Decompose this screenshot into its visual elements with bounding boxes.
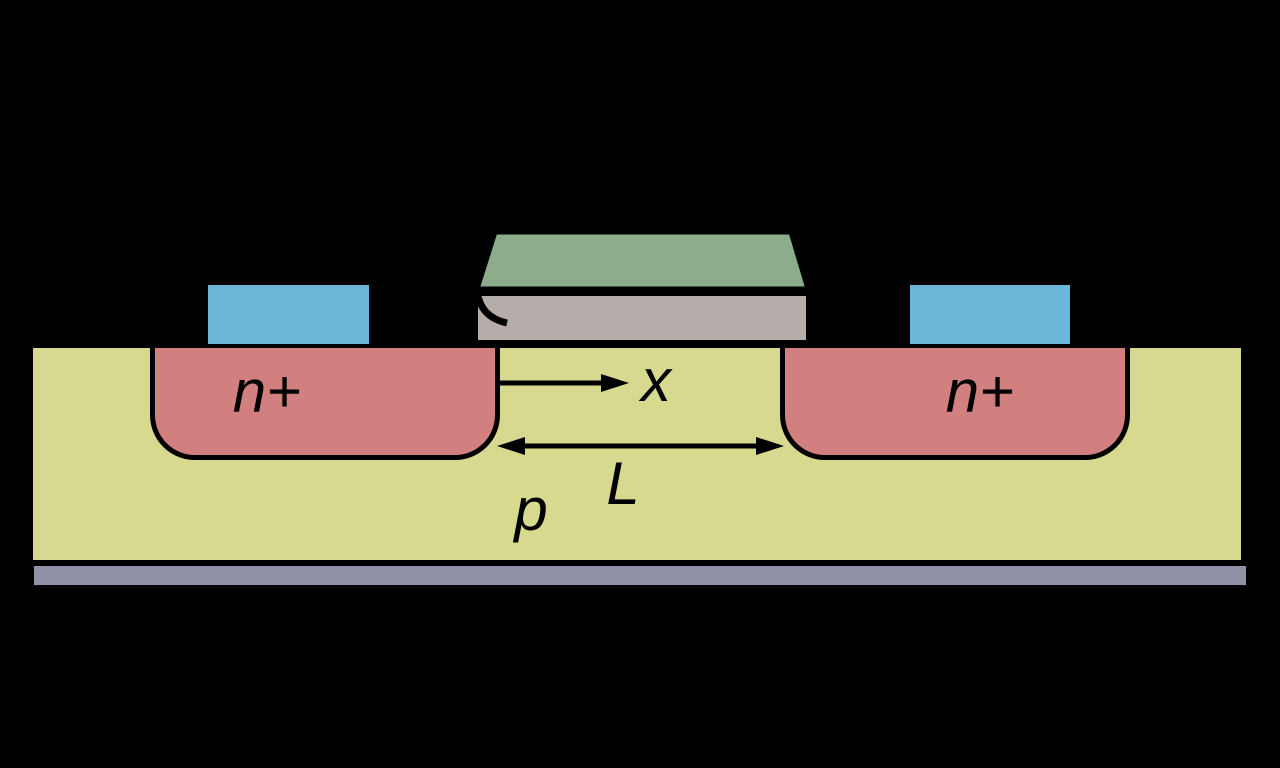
n-plus-drain-region (780, 343, 1130, 460)
source-region-label: n+ (232, 358, 302, 425)
gate-electrode (473, 229, 812, 292)
channel-length-label: L (606, 450, 640, 517)
source-metal-contact (208, 285, 369, 344)
drain-region-label: n+ (945, 358, 1015, 425)
drain-metal-contact (910, 285, 1070, 344)
body-region-label: p (514, 476, 548, 543)
gate-oxide-layer (474, 292, 810, 344)
x-axis-label: x (641, 347, 671, 414)
body-contact-layer (34, 566, 1246, 585)
n-plus-source-region (150, 343, 500, 460)
